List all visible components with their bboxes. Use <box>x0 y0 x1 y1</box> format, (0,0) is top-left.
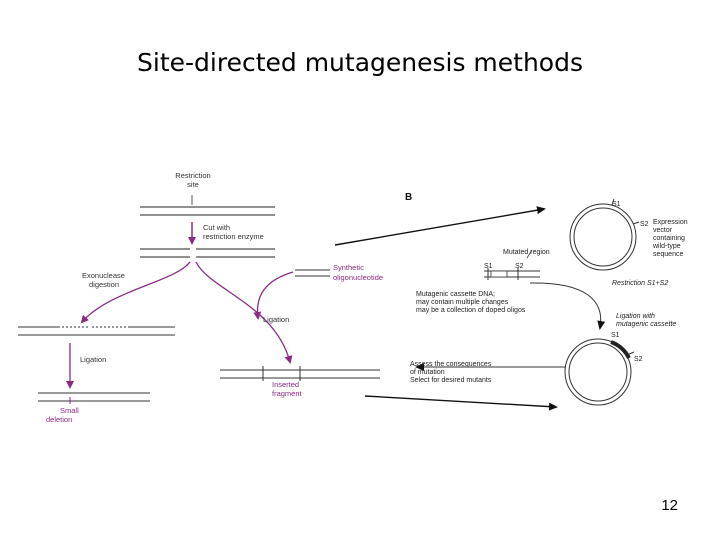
restriction-label: Restriction S1+S2 <box>612 280 668 287</box>
s1-bottom-label: S1 <box>611 332 620 339</box>
s2-mid-label: S2 <box>515 263 524 270</box>
ligation-left-label: Ligation <box>80 355 106 364</box>
panel-a <box>18 195 380 404</box>
s1-mid-label: S1 <box>484 263 493 270</box>
s2-bottom-label: S2 <box>634 356 643 363</box>
mutated-region-label: Mutated region <box>503 249 550 256</box>
slide-title: Site-directed mutagenesis methods <box>137 48 583 77</box>
s1-top-label: S1 <box>612 201 621 208</box>
panel-b <box>334 198 640 411</box>
panel-b-label: B <box>405 192 412 203</box>
page-number: 12 <box>661 497 678 514</box>
s2-top-label: S2 <box>640 221 649 228</box>
cassette-label: Mutagenic cassette DNA;may contain multi… <box>416 291 526 314</box>
ligation-mid-label: Ligation <box>263 315 289 324</box>
